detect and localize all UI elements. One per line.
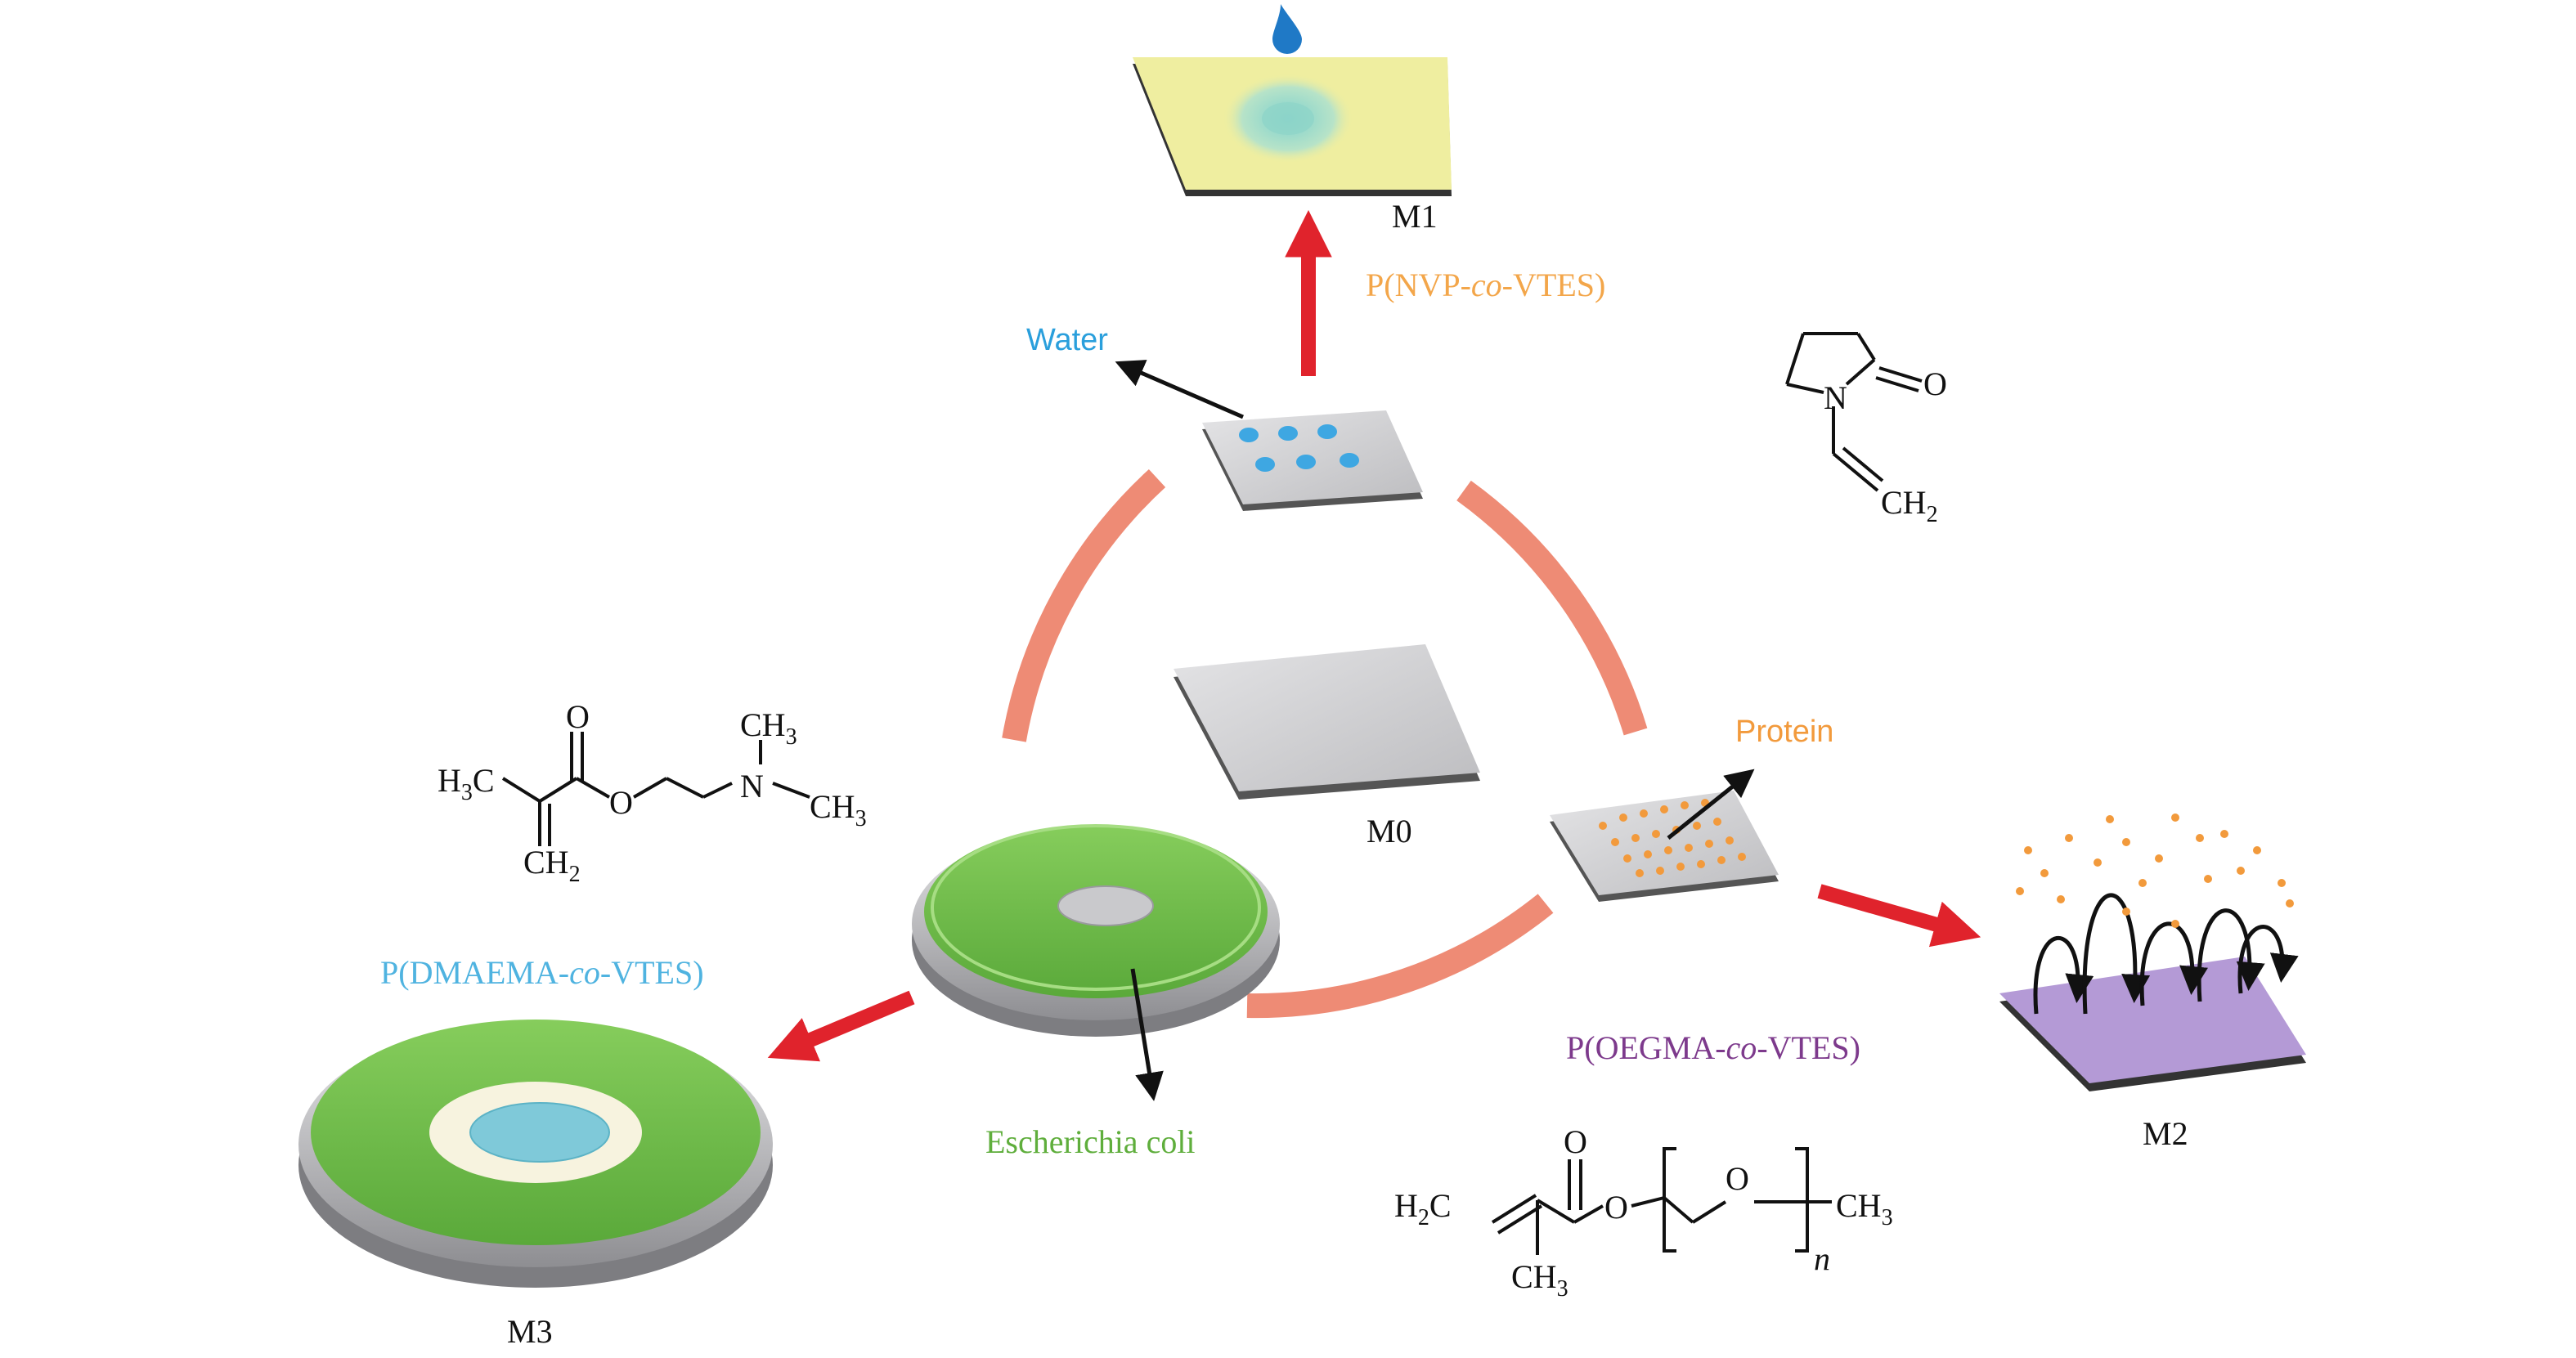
- protein-dot: [1652, 830, 1660, 838]
- ecoli-label: Escherichia coli: [985, 1123, 1196, 1160]
- oegma-o-ester: O: [1604, 1189, 1628, 1226]
- m2-polymer-loop: [2237, 925, 2299, 994]
- protein-plate: [1550, 791, 1779, 902]
- m2-label: M2: [2143, 1115, 2188, 1152]
- oegma-h2c-group: H2C: [1394, 1187, 1452, 1230]
- m2-protein-dot: [2094, 858, 2102, 867]
- m2-repelled-protein-dots: [2016, 813, 2294, 928]
- protein-dot: [1644, 850, 1652, 858]
- water-label: Water: [1026, 323, 1108, 357]
- m2-protein-dot: [2065, 834, 2073, 842]
- m1-water-drop-icon: [1272, 4, 1302, 54]
- ecoli-petri-dish: [912, 824, 1280, 1037]
- protein-arrow: [1667, 769, 1755, 840]
- protein-dot: [1599, 822, 1607, 830]
- nvp-n-atom: N: [1824, 379, 1847, 416]
- ring-arc-right: [1456, 480, 1648, 736]
- m2-protein-dot: [2024, 846, 2032, 854]
- dmaema-n-atom: N: [740, 768, 764, 804]
- protein-dot: [1676, 863, 1685, 871]
- m2-protein-dot: [2057, 895, 2065, 903]
- m2-polymer-loop: [2139, 921, 2208, 1006]
- m2-brush-surface: [1999, 813, 2306, 1091]
- protein-dot: [1664, 846, 1672, 854]
- protein-dot: [1685, 844, 1693, 852]
- dmaema-ch3-top: CH3: [740, 706, 797, 750]
- protein-dot: [1738, 853, 1746, 861]
- m1-label: M1: [1392, 198, 1438, 235]
- dmaema-o-top: O: [566, 698, 590, 735]
- m2-protein-dot: [2122, 838, 2130, 846]
- nvp-o-atom: O: [1923, 365, 1947, 402]
- protein-dots: [1599, 799, 1746, 877]
- oegma-copolymer-label: P(OEGMA-co-VTES): [1566, 1029, 1860, 1066]
- oegma-repeat-n: n: [1814, 1240, 1830, 1277]
- dmaema-ch3-right: CH3: [810, 788, 867, 831]
- m2-protein-dot: [2196, 834, 2204, 842]
- m3-label: M3: [507, 1313, 553, 1350]
- m0-label: M0: [1367, 813, 1412, 849]
- m2-protein-dot: [2278, 879, 2286, 887]
- nvp-ch2-group: CH2: [1881, 484, 1938, 527]
- m2-protein-dot: [2016, 887, 2024, 895]
- water-arrow: [1115, 360, 1244, 419]
- water-plate: [1202, 410, 1423, 511]
- red-arrow-to-m3: [767, 990, 915, 1062]
- protein-dot: [1611, 838, 1619, 846]
- oegma-o-chain: O: [1726, 1160, 1749, 1197]
- ring-arc-left: [1002, 468, 1166, 742]
- m2-protein-dot: [2138, 879, 2147, 887]
- protein-dot: [1705, 840, 1713, 848]
- protein-dot: [1717, 856, 1726, 864]
- water-droplets: [1239, 424, 1359, 472]
- dmaema-ch2-group: CH2: [523, 844, 581, 887]
- dmaema-molecule: [501, 732, 810, 846]
- m2-polymer-loop: [2197, 908, 2265, 1002]
- m2-protein-dot: [2171, 920, 2179, 928]
- oegma-o-top: O: [1564, 1123, 1587, 1160]
- protein-dot: [1697, 860, 1705, 868]
- m2-protein-dot: [2204, 875, 2212, 883]
- m2-protein-dot: [2286, 899, 2294, 908]
- oegma-ch3-end: CH3: [1836, 1187, 1893, 1230]
- protein-dot: [1623, 854, 1631, 863]
- m3-petri-dish: [298, 1020, 773, 1288]
- protein-dot: [1619, 813, 1627, 822]
- m2-protein-dot: [2171, 813, 2179, 822]
- ring-arc-bottom: [1246, 894, 1554, 1019]
- protein-dot: [1693, 822, 1701, 830]
- m0-plate: [1174, 644, 1480, 800]
- protein-dot: [1681, 801, 1689, 809]
- protein-dot: [1713, 818, 1721, 826]
- nvp-molecule: [1785, 332, 1923, 492]
- m2-polymer-loops: [2033, 893, 2299, 1015]
- dmaema-h3c-group: H3C: [438, 762, 495, 805]
- protein-dot: [1636, 869, 1644, 877]
- m2-protein-dot: [2106, 815, 2114, 823]
- m2-protein-dot: [2122, 908, 2130, 916]
- protein-dot: [1726, 836, 1734, 845]
- nvp-copolymer-label: P(NVP-co-VTES): [1366, 267, 1605, 303]
- dmaema-o-ester: O: [609, 784, 633, 821]
- ecoli-arrow: [1130, 968, 1164, 1101]
- protein-dot: [1660, 805, 1668, 813]
- oegma-ch3-bottom: CH3: [1511, 1258, 1568, 1302]
- m2-protein-dot: [2237, 867, 2245, 875]
- protein-label: Protein: [1735, 715, 1833, 749]
- protein-dot: [1631, 834, 1640, 842]
- protein-dot: [1640, 809, 1648, 818]
- oegma-molecule: [1491, 1147, 1832, 1255]
- m2-protein-dot: [2155, 854, 2163, 863]
- dmaema-copolymer-label: P(DMAEMA-co-VTES): [380, 954, 704, 991]
- protein-dot: [1656, 867, 1664, 875]
- m1-plate: [1133, 57, 1452, 196]
- m2-protein-dot: [2220, 830, 2228, 838]
- cycle-ring: [1002, 468, 1648, 1019]
- m2-protein-dot: [2253, 846, 2261, 854]
- red-arrow-to-m2: [1817, 884, 1981, 948]
- m2-polymer-loop: [2033, 936, 2094, 1015]
- m2-polymer-loop: [2082, 893, 2151, 1015]
- m2-protein-dot: [2040, 869, 2049, 877]
